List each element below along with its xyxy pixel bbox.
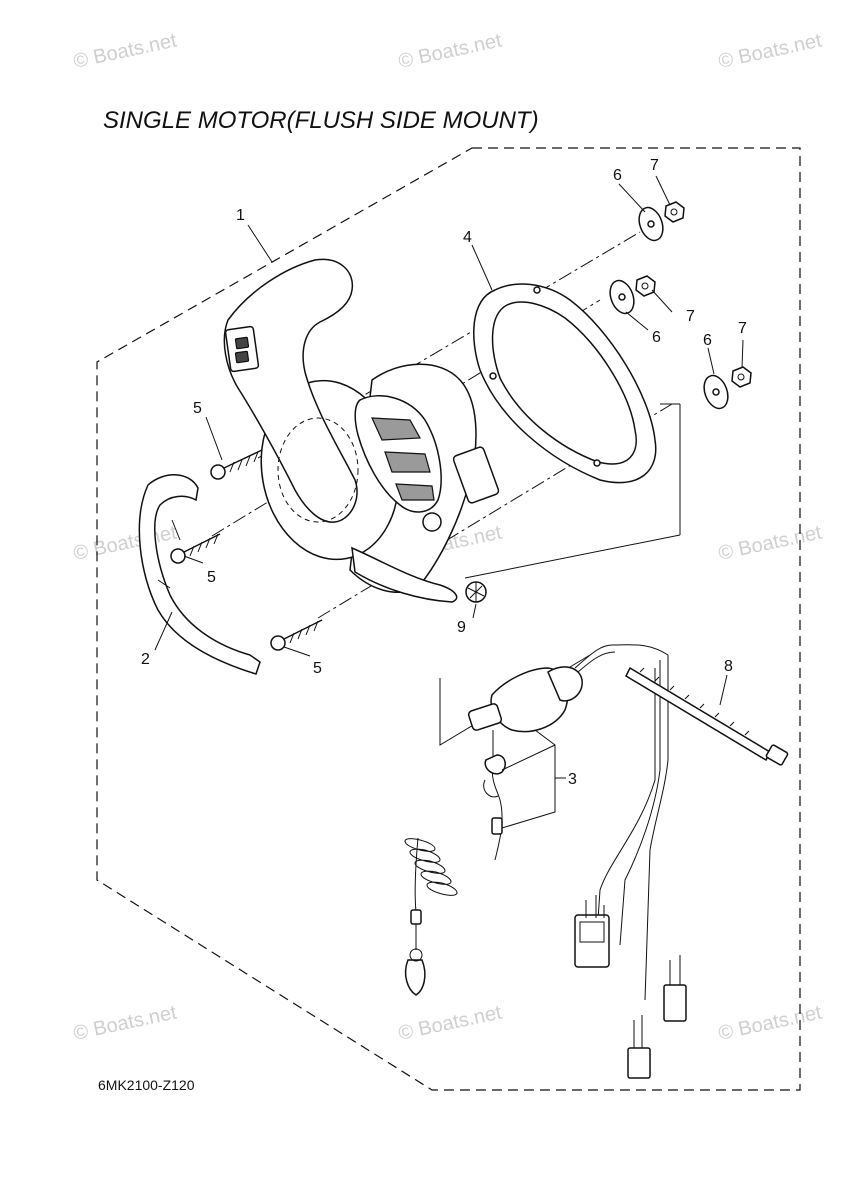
watermark: © Boats.net [71, 521, 179, 564]
nut-middle [635, 275, 656, 297]
callout-7: 7 [686, 308, 695, 325]
washer-bottom [703, 374, 729, 410]
watermark: © Boats.net [396, 1001, 504, 1044]
callout-6: 6 [613, 167, 622, 184]
diagram-title: SINGLE MOTOR(FLUSH SIDE MOUNT) [103, 107, 539, 134]
remote-control-body [223, 258, 500, 603]
callout-8: 8 [724, 658, 733, 675]
callout-6: 6 [652, 329, 661, 346]
callout-7: 7 [738, 320, 747, 337]
callout-2: 2 [141, 651, 150, 668]
watermark: © Boats.net [716, 1001, 824, 1044]
retaining-clip [465, 581, 487, 603]
watermark: © Boats.net [71, 1001, 179, 1044]
callout-5: 5 [193, 400, 202, 417]
connector-plug [452, 446, 500, 504]
cable-tie [625, 666, 789, 766]
callout-5: 5 [207, 569, 216, 586]
nut-top [664, 201, 685, 223]
watermark: © Boats.net [396, 29, 504, 72]
watermark: © Boats.net [71, 29, 179, 72]
cover-strip [138, 474, 261, 675]
watermark: © Boats.net [716, 521, 824, 564]
drawing-code: 6MK2100-Z120 [98, 1077, 195, 1093]
callout-labels: 1 2 3 4 5 5 5 6 6 6 7 7 7 8 9 [141, 157, 747, 788]
gasket-plate [473, 283, 657, 484]
lanyard-switch [404, 644, 669, 1001]
nut-bottom [731, 366, 752, 388]
screw-bottom [270, 619, 323, 651]
callout-1: 1 [236, 207, 245, 224]
callout-6: 6 [703, 332, 712, 349]
callout-9: 9 [457, 619, 466, 636]
washer-top [638, 206, 664, 242]
watermark: © Boats.net [716, 29, 824, 72]
callout-5: 5 [313, 660, 322, 677]
screw-top [210, 449, 263, 480]
callout-4: 4 [463, 229, 472, 246]
screw-middle [170, 533, 221, 564]
trim-switch [224, 325, 260, 373]
washer-middle [609, 279, 635, 315]
kit-boundary [96, 147, 801, 1091]
callout-3: 3 [568, 771, 577, 788]
harness-connectors [574, 895, 687, 1079]
callout-7: 7 [650, 157, 659, 174]
leader-lines [154, 175, 744, 829]
